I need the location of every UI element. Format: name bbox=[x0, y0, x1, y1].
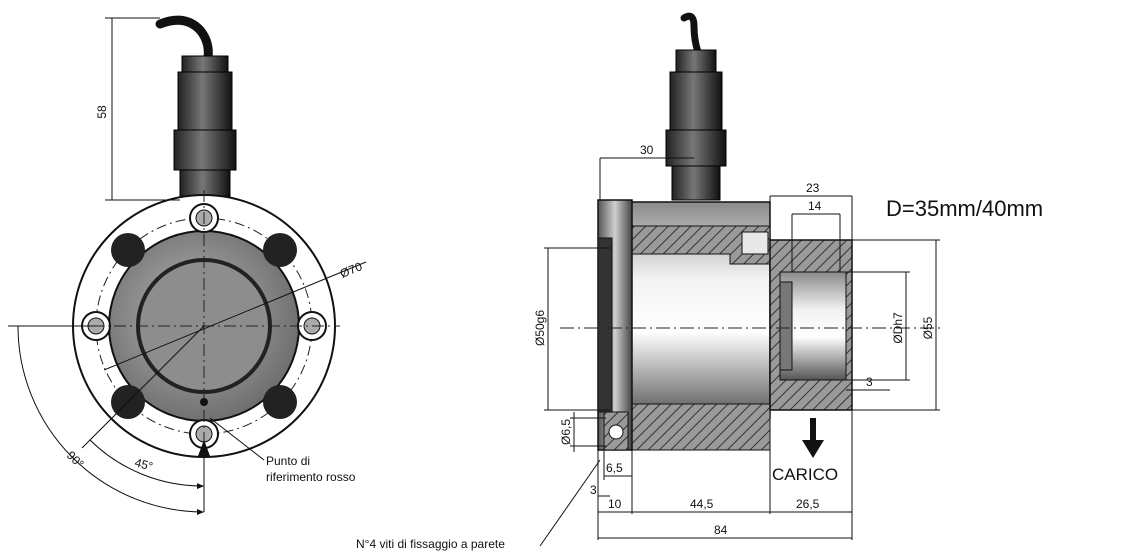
dim-84-label: 84 bbox=[714, 523, 728, 537]
connector-base bbox=[671, 165, 721, 201]
dim-30-label: 30 bbox=[640, 143, 654, 157]
dim-3-left-label: 3 bbox=[590, 483, 597, 497]
side-view: 30 23 14 Ø50g6 ØDh7 Ø55 3 Ø6,5 bbox=[356, 12, 940, 551]
angle-45-label: 45° bbox=[133, 455, 154, 473]
red-reference-label-line1: Punto di bbox=[266, 454, 310, 468]
dim-26-5-label: 26,5 bbox=[796, 497, 820, 511]
connector-top bbox=[181, 55, 229, 73]
dim-58-label: 58 bbox=[95, 105, 109, 119]
angle-45-arc bbox=[89, 439, 205, 490]
connector-top bbox=[675, 49, 717, 73]
dim-44-5-label: 44,5 bbox=[690, 497, 714, 511]
dim-outer-label: Ø55 bbox=[921, 316, 935, 339]
dim-3-right-label: 3 bbox=[866, 375, 873, 389]
connector-nut bbox=[665, 129, 727, 167]
red-reference-dot bbox=[200, 398, 208, 406]
load-label: CARICO bbox=[772, 465, 838, 484]
dim-6-5-label: 6,5 bbox=[606, 461, 623, 475]
spec-text: D=35mm/40mm bbox=[886, 196, 1043, 221]
connector-base bbox=[179, 169, 231, 197]
dim-load-bore-label: ØDh7 bbox=[891, 312, 905, 344]
angle-90-arc bbox=[17, 325, 205, 515]
cable bbox=[155, 15, 213, 63]
cable bbox=[680, 12, 702, 56]
connector-body bbox=[669, 71, 723, 131]
bolt bbox=[263, 385, 297, 419]
dim-14-label: 14 bbox=[808, 199, 822, 213]
bolt bbox=[263, 233, 297, 267]
screws-note: N°4 viti di fissaggio a parete bbox=[356, 537, 505, 551]
bolt bbox=[111, 233, 145, 267]
bottom-section-hatch bbox=[629, 403, 771, 451]
dim-bore-label: Ø50g6 bbox=[533, 310, 547, 346]
load-arrow-icon bbox=[802, 418, 824, 458]
dim-hole-label: Ø6,5 bbox=[559, 419, 573, 445]
dim-10-label: 10 bbox=[608, 497, 622, 511]
red-reference-label-line2: riferimento rosso bbox=[266, 470, 356, 484]
diameter-leader bbox=[103, 261, 367, 371]
connector-nut bbox=[173, 129, 237, 171]
connector-body bbox=[177, 71, 233, 131]
dim-23-label: 23 bbox=[806, 181, 820, 195]
dim-diameter-label: Ø70 bbox=[338, 259, 365, 281]
front-view: 58 Ø70 90° 45° Punto di riferimento ross… bbox=[8, 15, 367, 515]
